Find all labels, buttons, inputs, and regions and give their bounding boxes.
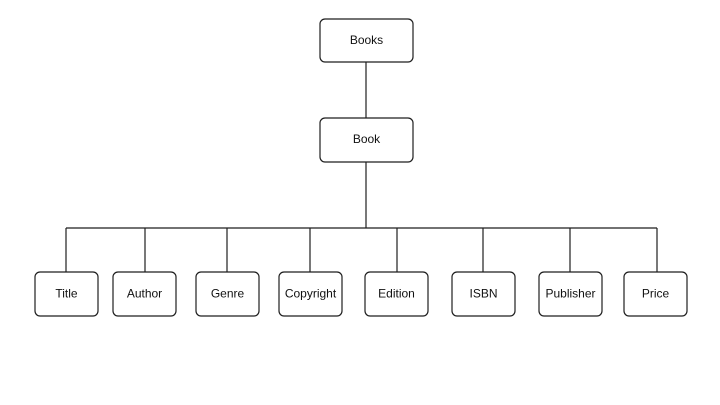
- node-price[interactable]: Price: [623, 271, 688, 317]
- connectors: [65, 62, 658, 272]
- node-books-label: Books: [350, 33, 383, 47]
- node-edition-label: Edition: [378, 287, 415, 301]
- node-copyright-label: Copyright: [285, 287, 337, 301]
- node-book-box: [319, 117, 414, 163]
- node-copyright-box: [278, 271, 343, 317]
- node-copyright[interactable]: Copyright: [278, 271, 343, 317]
- node-title[interactable]: Title: [34, 271, 99, 317]
- node-genre[interactable]: Genre: [195, 271, 260, 317]
- node-genre-label: Genre: [211, 287, 245, 301]
- node-books[interactable]: Books: [319, 18, 414, 63]
- node-author-label: Author: [127, 287, 162, 301]
- node-publisher-label: Publisher: [545, 287, 595, 301]
- node-books-box: [319, 18, 414, 63]
- node-book-label: Book: [353, 132, 381, 146]
- node-title-box: [34, 271, 99, 317]
- node-isbn-box: [451, 271, 516, 317]
- node-publisher-box: [538, 271, 603, 317]
- node-book[interactable]: Book: [319, 117, 414, 163]
- node-isbn[interactable]: ISBN: [451, 271, 516, 317]
- node-author-box: [112, 271, 177, 317]
- node-title-label: Title: [55, 287, 78, 301]
- node-author[interactable]: Author: [112, 271, 177, 317]
- node-price-box: [623, 271, 688, 317]
- node-isbn-label: ISBN: [469, 287, 497, 301]
- node-price-label: Price: [642, 287, 670, 301]
- node-publisher[interactable]: Publisher: [538, 271, 603, 317]
- node-genre-box: [195, 271, 260, 317]
- node-edition[interactable]: Edition: [364, 271, 429, 317]
- node-edition-box: [364, 271, 429, 317]
